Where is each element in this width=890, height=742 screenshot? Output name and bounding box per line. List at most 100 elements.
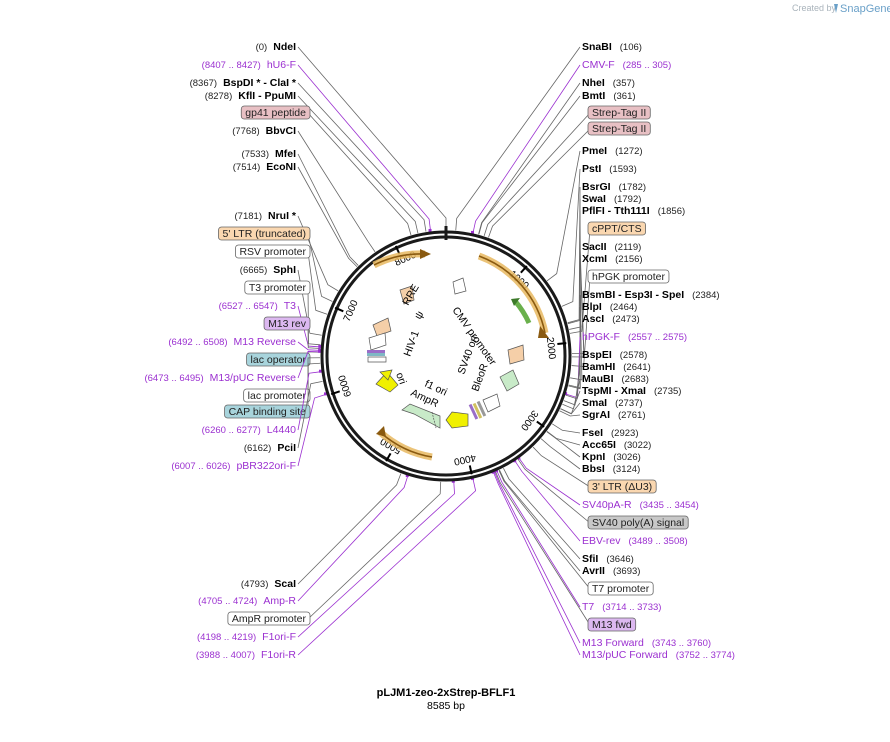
callout-line	[546, 431, 581, 458]
callout-line	[567, 198, 581, 325]
feature-label[interactable]: Strep-Tag II	[587, 105, 651, 120]
enzyme-site-label[interactable]: BbsI(3124)	[582, 463, 640, 475]
sv40-ori-feature[interactable]	[499, 369, 520, 392]
psi-feature[interactable]	[372, 317, 392, 337]
enzyme-site-label[interactable]: SgrAI(2761)	[582, 409, 645, 421]
callout-line	[514, 461, 581, 542]
primer-label[interactable]: F1ori-R(3988 .. 4007)	[196, 649, 297, 661]
enzyme-site-label[interactable]: BbvCI(7768)	[232, 125, 296, 137]
cmv-promoter-arc[interactable]	[477, 252, 549, 334]
feature-label[interactable]: hPGK promoter	[587, 269, 670, 284]
feature-label[interactable]: lac promoter	[243, 388, 311, 403]
credit-text: Created by	[792, 3, 837, 13]
primer-label[interactable]: hU6-F(8407 .. 8427)	[202, 59, 296, 71]
primer-label[interactable]: T3(6527 .. 6547)	[219, 300, 297, 312]
enzyme-site-label[interactable]: XcmI(2156)	[582, 253, 643, 265]
site-position: (6260 .. 6277)	[202, 425, 261, 436]
enzyme-site-label[interactable]: EcoNI(7514)	[233, 161, 296, 173]
enzyme-site-label[interactable]: BlpI(2464)	[582, 301, 637, 313]
site-name: SV40pA-R	[582, 499, 632, 511]
enzyme-site-label[interactable]: TspMI - XmaI(2735)	[582, 385, 681, 397]
enzyme-site-label[interactable]: NdeI(0)	[256, 41, 296, 53]
primer-label[interactable]: EBV-rev(3489 .. 3508)	[582, 535, 688, 547]
feature-box	[587, 515, 689, 530]
enzyme-site-label[interactable]: BsmBI - Esp3I - SpeI(2384)	[582, 289, 720, 301]
enzyme-site-label[interactable]: NruI *(7181)	[235, 210, 297, 222]
bleor-promoter-feature[interactable]	[482, 393, 501, 413]
enzyme-site-label[interactable]: ScaI(4793)	[241, 578, 296, 590]
feature-label[interactable]: CAP binding site	[224, 404, 311, 419]
primer-label[interactable]: M13/pUC Reverse(6473 .. 6495)	[144, 372, 296, 384]
enzyme-site-label[interactable]: NheI(357)	[582, 77, 635, 89]
site-name: F1ori-R	[261, 649, 296, 661]
enzyme-site-label[interactable]: SmaI (2737)	[582, 397, 643, 409]
f1-ori-feature[interactable]	[445, 411, 469, 429]
cmv-small-feature[interactable]	[452, 277, 467, 295]
feature-label[interactable]: 5' LTR (truncated)	[218, 226, 311, 241]
cmv-promoter-arc-line	[478, 255, 546, 334]
enzyme-site-label[interactable]: FseI(2923)	[582, 427, 638, 439]
enzyme-site-label[interactable]: SnaBI(106)	[582, 41, 642, 53]
enzyme-site-label[interactable]: Acc65I(3022)	[582, 439, 651, 451]
primer-label[interactable]: pBR322ori-F(6007 .. 6026)	[171, 460, 296, 472]
feature-box	[243, 388, 311, 403]
primer-label[interactable]: hPGK-F(2557 .. 2575)	[582, 331, 687, 343]
cppt-arc[interactable]	[513, 299, 532, 325]
tick-mark	[520, 265, 528, 274]
site-position: (2737)	[615, 398, 642, 409]
site-position: (3752 .. 3774)	[676, 650, 735, 661]
primer-label[interactable]: M13 Reverse(6492 .. 6508)	[168, 336, 296, 348]
primer-label[interactable]: F1ori-F(4198 .. 4219)	[197, 631, 296, 643]
lac-promoter-feature[interactable]	[367, 356, 387, 363]
enzyme-site-label[interactable]: PflFI - Tth111I(1856)	[582, 205, 685, 217]
feature-label[interactable]: M13 fwd	[587, 617, 637, 632]
primer-label[interactable]: M13 Forward(3743 .. 3760)	[582, 637, 711, 649]
enzyme-site-label[interactable]: PstI(1593)	[582, 163, 637, 175]
feature-label[interactable]: T3 promoter	[244, 280, 311, 295]
ori-feature[interactable]	[375, 371, 399, 393]
feature-label[interactable]: AmpR promoter	[227, 611, 311, 626]
feature-label[interactable]: T7 promoter	[587, 581, 654, 596]
enzyme-site-label[interactable]: SwaI(1792)	[582, 193, 641, 205]
rsv-feature[interactable]	[368, 332, 387, 351]
tick-label: 7000	[342, 298, 361, 323]
primer-label[interactable]: L4440(6260 .. 6277)	[202, 424, 297, 436]
brand-text[interactable]: SnapGene	[840, 3, 890, 15]
feature-label[interactable]: lac operator	[246, 352, 311, 367]
feature-label[interactable]: M13 rev	[263, 316, 311, 331]
hpgk-feature[interactable]	[507, 344, 525, 365]
site-name: Strep-Tag II	[592, 107, 646, 119]
primer-label[interactable]: M13/pUC Forward(3752 .. 3774)	[582, 649, 735, 661]
enzyme-site-label[interactable]: AscI(2473)	[582, 313, 640, 325]
enzyme-site-label[interactable]: BspEI(2578)	[582, 349, 647, 361]
enzyme-site-label[interactable]: AvrII(3693)	[582, 565, 640, 577]
primer-label[interactable]: Amp-R(4705 .. 4724)	[198, 595, 296, 607]
site-name: BbsI	[582, 463, 605, 475]
site-name: SmaI	[582, 397, 607, 409]
enzyme-site-label[interactable]: BspDI * - ClaI *(8367)	[190, 77, 297, 89]
enzyme-site-label[interactable]: PciI(6162)	[244, 442, 296, 454]
enzyme-site-label[interactable]: MfeI(7533)	[242, 148, 297, 160]
feature-label[interactable]: SV40 poly(A) signal	[587, 515, 689, 530]
enzyme-site-label[interactable]: SfiI(3646)	[582, 553, 634, 565]
primer-label[interactable]: SV40pA-R(3435 .. 3454)	[582, 499, 699, 511]
enzyme-site-label[interactable]: MauBI(2683)	[582, 373, 649, 385]
enzyme-site-label[interactable]: KpnI(3026)	[582, 451, 641, 463]
enzyme-site-label[interactable]: SphI(6665)	[240, 264, 296, 276]
enzyme-site-label[interactable]: SacII(2119)	[582, 241, 641, 253]
enzyme-site-label[interactable]: BamHI(2641)	[582, 361, 651, 373]
enzyme-site-label[interactable]: BmtI(361)	[582, 90, 636, 102]
enzyme-site-label[interactable]: KflI - PpuMI(8278)	[205, 90, 296, 102]
feature-label[interactable]: 3' LTR (ΔU3)	[587, 479, 657, 494]
feature-label[interactable]: RSV promoter	[235, 244, 311, 259]
primer-label[interactable]: T7(3714 .. 3733)	[582, 601, 661, 613]
feature-label[interactable]: cPPT/CTS	[587, 221, 646, 236]
enzyme-site-label[interactable]: BsrGI(1782)	[582, 181, 646, 193]
feature-label[interactable]: gp41 peptide	[240, 105, 311, 120]
primer-label[interactable]: CMV-F(285 .. 305)	[582, 59, 671, 71]
feature-box	[587, 479, 657, 494]
rre-feature[interactable]	[399, 285, 415, 305]
enzyme-site-label[interactable]: PmeI(1272)	[582, 145, 643, 157]
ampr-feature[interactable]	[401, 403, 441, 429]
feature-label[interactable]: Strep-Tag II	[587, 121, 651, 136]
